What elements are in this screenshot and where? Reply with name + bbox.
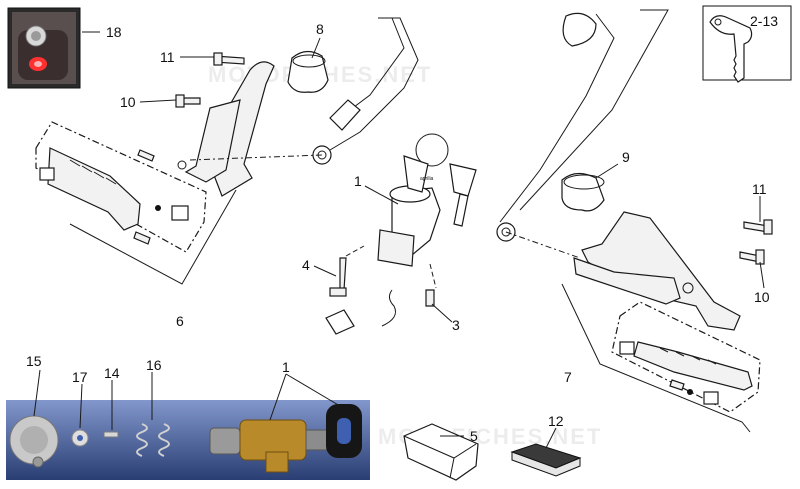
part-5-clamp [403,423,479,481]
callout-3: 3 [452,317,460,333]
lock-parts-photo [6,400,370,480]
callout-12: 12 [548,413,564,429]
ignition-light-photo [7,7,81,89]
left-footrest-assembly [35,17,419,285]
callout-1-top: 1 [354,173,362,189]
callout-1-bottom: 1 [282,359,290,375]
callout-8: 8 [316,21,324,37]
callout-5: 5 [470,428,478,444]
callout-10-left: 10 [120,94,136,110]
callout-10-right: 10 [754,289,770,305]
callout-14: 14 [104,365,120,381]
callout-15: 15 [26,353,42,369]
callout-6: 6 [176,313,184,329]
callout-11-right: 11 [752,181,767,197]
leader-lines [33,31,765,449]
ignition-keys: aprilia [403,133,477,227]
callout-16: 16 [146,357,162,373]
right-footrest-assembly [496,9,773,433]
key-brand-label: aprilia [420,176,434,182]
ignition-switch: aprilia [325,133,477,335]
key-inset [702,5,792,83]
callout-18: 18 [106,24,122,40]
callout-4: 4 [302,257,310,273]
callout-11-left: 11 [160,49,175,65]
callout-9: 9 [622,149,630,165]
callout-17: 17 [72,369,88,385]
callout-2-13: 2-13 [750,13,778,29]
part-12-manual [510,443,582,477]
callout-7: 7 [564,369,572,385]
callout-labels: 18 11 10 8 1 4 3 6 9 11 10 7 2-13 1 15 1… [26,13,778,444]
